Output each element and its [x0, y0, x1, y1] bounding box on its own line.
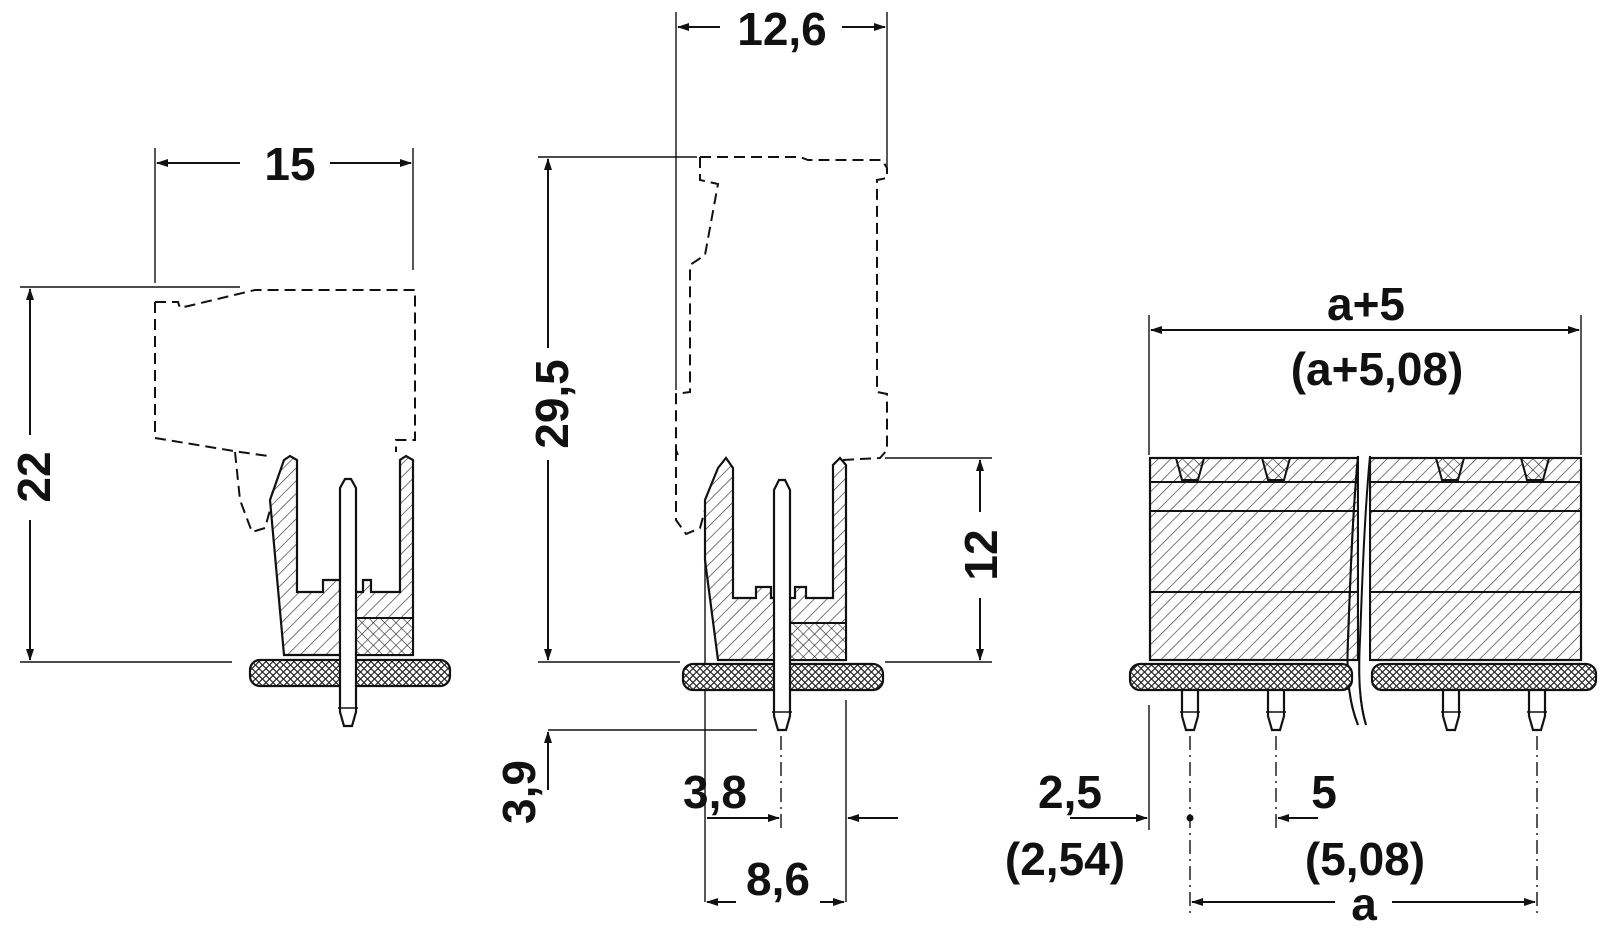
header-insert: [789, 622, 847, 661]
dim-label-5: 5: [1311, 766, 1337, 818]
header-body-right: [1368, 456, 1583, 662]
header-body: [703, 456, 848, 662]
pin: [338, 477, 358, 728]
dim-label-a-plus-5-08: (a+5,08): [1291, 343, 1464, 395]
dim-label-8-6: 8,6: [746, 853, 810, 905]
top-openings: [1174, 457, 1551, 481]
header-insert: [355, 617, 414, 656]
datum-dot: [1186, 814, 1194, 822]
pin: [772, 478, 792, 732]
plug-outline-dashed: [154, 289, 416, 534]
header-body-left: [1148, 456, 1360, 662]
pcb-section-right: [1370, 662, 1598, 692]
dim-label-a: a: [1351, 878, 1377, 930]
dim-label-2-54: (2,54): [1005, 833, 1125, 885]
dim-label-3-9: 3,9: [493, 760, 545, 824]
break-line-edge: [1358, 455, 1371, 726]
dim-label-22: 22: [8, 451, 60, 502]
front-view: a+5 (a+5,08) 2,5 (2,54) 5 (5,08) a: [1005, 278, 1598, 930]
side-view-left: 15 22: [8, 138, 452, 728]
dim-label-12: 12: [955, 529, 1007, 580]
side-view-middle: 12,6 29,5 12 3,9 3,8 8,6: [493, 3, 1007, 906]
dim-label-12-6: 12,6: [737, 3, 827, 55]
dim-label-29-5: 29,5: [526, 359, 578, 449]
plug-outline-dashed: [675, 156, 888, 536]
dim-label-5-08: (5,08): [1305, 833, 1425, 885]
dim-label-2-5: 2,5: [1038, 766, 1102, 818]
pin-tips: [1180, 688, 1547, 732]
pcb-section-left: [1128, 662, 1354, 692]
dim-label-a-plus-5: a+5: [1327, 278, 1405, 330]
break-line-edge: [1346, 455, 1359, 726]
dim-label-15: 15: [264, 138, 315, 190]
body-bands: [1150, 481, 1581, 593]
dim-label-3-8: 3,8: [683, 766, 747, 818]
